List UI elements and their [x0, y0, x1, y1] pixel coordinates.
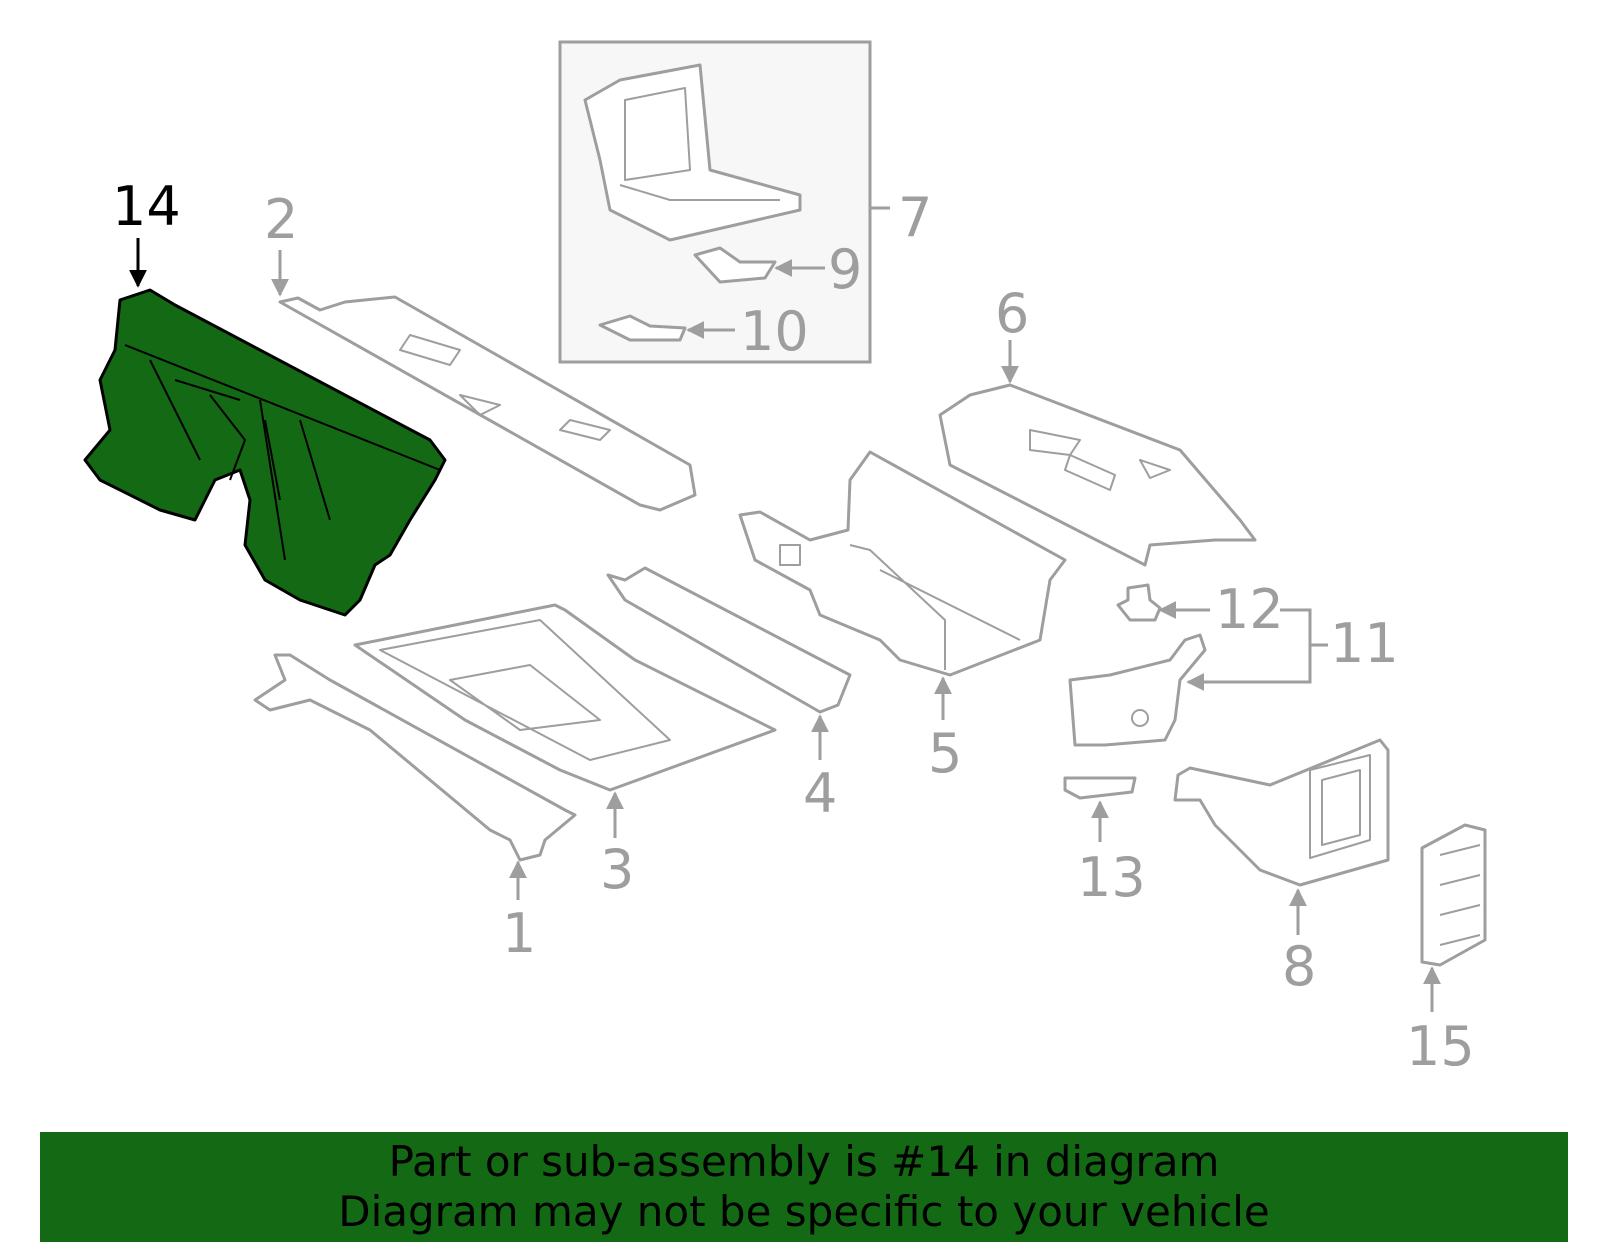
banner-line-1: Part or sub-assembly is #14 in diagram	[388, 1137, 1220, 1186]
callout-9[interactable]: 9	[828, 238, 862, 301]
part-14-highlighted[interactable]	[83, 288, 447, 617]
info-banner: Part or sub-assembly is #14 in diagram D…	[40, 1132, 1568, 1242]
callout-4[interactable]: 4	[803, 762, 837, 825]
callout-11[interactable]: 11	[1330, 612, 1399, 675]
callout-14[interactable]: 14	[112, 175, 181, 238]
callout-7[interactable]: 7	[898, 186, 932, 249]
callout-2[interactable]: 2	[264, 188, 298, 251]
part-12[interactable]	[1116, 583, 1162, 622]
callout-8[interactable]: 8	[1282, 935, 1316, 998]
part-11-bracket[interactable]	[1068, 633, 1207, 747]
callout-6[interactable]: 6	[995, 282, 1029, 345]
part-5[interactable]	[738, 450, 1067, 677]
callout-5[interactable]: 5	[928, 722, 962, 785]
callout-15[interactable]: 15	[1406, 1015, 1475, 1078]
part-1[interactable]	[253, 653, 577, 862]
part-4[interactable]	[606, 566, 852, 714]
callout-3[interactable]: 3	[600, 838, 634, 901]
part-2[interactable]	[278, 295, 697, 512]
part-13[interactable]	[1063, 776, 1137, 800]
callout-13[interactable]: 13	[1077, 846, 1146, 909]
part-7[interactable]	[583, 63, 802, 242]
banner-background	[40, 1132, 1568, 1242]
part-8[interactable]	[1173, 738, 1390, 887]
inset-box-7	[558, 40, 872, 364]
callout-12[interactable]: 12	[1215, 578, 1284, 641]
callout-labels: 14 2 7 9 10 6 12 11 5 4 3 1 13 8 15	[112, 175, 1475, 1078]
part-6[interactable]	[938, 383, 1257, 567]
callout-1[interactable]: 1	[502, 902, 536, 965]
part-15[interactable]	[1420, 823, 1487, 967]
callout-10[interactable]: 10	[740, 300, 809, 363]
leader-lines	[129, 206, 1441, 1012]
part-10[interactable]	[598, 314, 687, 342]
banner-line-2: Diagram may not be specific to your vehi…	[338, 1187, 1270, 1236]
part-3[interactable]	[353, 603, 777, 792]
